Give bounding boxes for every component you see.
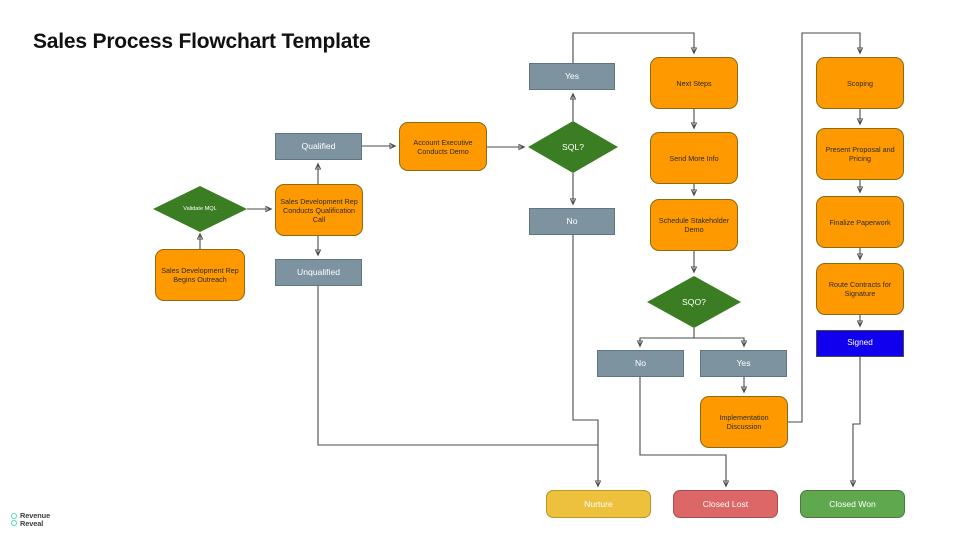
node-sqo-no[interactable]: No bbox=[597, 350, 684, 377]
node-label: No bbox=[635, 358, 646, 369]
node-label: Unqualified bbox=[297, 267, 340, 278]
node-label: Validate MQL bbox=[183, 206, 217, 212]
edge-signed-closedwon bbox=[853, 357, 861, 486]
node-present-proposal-and-pricing[interactable]: Present Proposal and Pricing bbox=[816, 128, 904, 180]
node-label: Route Contracts for Signature bbox=[828, 280, 892, 298]
node-implementation-discussion[interactable]: Implementation Discussion bbox=[700, 396, 788, 448]
node-sql-yes[interactable]: Yes bbox=[529, 63, 615, 90]
node-label: Sales Development Rep Begins Outreach bbox=[161, 266, 239, 284]
node-label: Present Proposal and Pricing bbox=[825, 145, 895, 163]
ring-bottom-icon bbox=[11, 520, 17, 527]
node-unqualified[interactable]: Unqualified bbox=[275, 259, 362, 286]
node-scoping[interactable]: Scoping bbox=[816, 57, 904, 109]
brand-logo: Revenue Reveal bbox=[11, 512, 50, 527]
node-schedule-stakeholder-demo[interactable]: Schedule Stakeholder Demo bbox=[650, 199, 738, 251]
node-sqo-yes[interactable]: Yes bbox=[700, 350, 787, 377]
node-send-more-info[interactable]: Send More Info bbox=[650, 132, 738, 184]
node-finalize-paperwork[interactable]: Finalize Paperwork bbox=[816, 196, 904, 248]
node-validate-mql[interactable]: Validate MQL bbox=[153, 186, 247, 232]
ring-top-icon bbox=[11, 513, 17, 520]
logo-line-1: Revenue bbox=[20, 511, 51, 520]
node-label: Yes bbox=[564, 71, 580, 82]
node-label: Closed Lost bbox=[702, 498, 749, 509]
node-label: Schedule Stakeholder Demo bbox=[658, 216, 730, 234]
node-closed-lost[interactable]: Closed Lost bbox=[673, 490, 778, 518]
node-next-steps[interactable]: Next Steps bbox=[650, 57, 738, 109]
node-account-executive-conducts-demo[interactable]: Account Executive Conducts Demo bbox=[399, 122, 487, 171]
edge-sqo-no bbox=[640, 328, 695, 346]
edge-sqlno-nurture bbox=[572, 235, 599, 445]
node-label: Closed Won bbox=[829, 498, 876, 509]
node-sqo-decision[interactable]: SQO? bbox=[647, 276, 741, 328]
node-sql-decision[interactable]: SQL? bbox=[528, 121, 618, 173]
node-qualified[interactable]: Qualified bbox=[275, 133, 362, 160]
node-label: Finalize Paperwork bbox=[829, 217, 891, 227]
node-sales-dev-rep-begins-outreach[interactable]: Sales Development Rep Begins Outreach bbox=[155, 249, 245, 301]
node-label: Qualified bbox=[301, 141, 336, 152]
node-label: No bbox=[566, 216, 578, 227]
node-nurture[interactable]: Nurture bbox=[546, 490, 651, 518]
node-route-contracts-for-signature[interactable]: Route Contracts for Signature bbox=[816, 263, 904, 315]
node-label: SQO? bbox=[682, 297, 706, 307]
revenue-reveal-mark-icon bbox=[11, 513, 17, 527]
node-label: Sales Development Rep Conducts Qualifica… bbox=[280, 196, 358, 224]
node-sdr-conducts-qualification-call[interactable]: Sales Development Rep Conducts Qualifica… bbox=[275, 184, 363, 236]
node-label: Account Executive Conducts Demo bbox=[413, 137, 473, 156]
node-label: Nurture bbox=[584, 498, 613, 509]
node-closed-won[interactable]: Closed Won bbox=[800, 490, 905, 518]
logo-line-2: Reveal bbox=[20, 518, 44, 528]
node-signed[interactable]: Signed bbox=[816, 330, 904, 357]
node-label: SQL? bbox=[562, 142, 584, 152]
node-label: Implementation Discussion bbox=[719, 413, 769, 431]
node-label: Next Steps bbox=[676, 78, 712, 88]
node-label: Yes bbox=[736, 358, 751, 369]
edge-unqualified-nurture bbox=[317, 286, 598, 486]
node-sql-no[interactable]: No bbox=[529, 208, 615, 235]
edge-sqo-yes bbox=[694, 337, 744, 346]
node-label: Send More Info bbox=[669, 153, 719, 163]
node-label: Scoping bbox=[847, 78, 873, 88]
node-label: Signed bbox=[847, 338, 873, 348]
page-title: Sales Process Flowchart Template bbox=[33, 30, 371, 53]
